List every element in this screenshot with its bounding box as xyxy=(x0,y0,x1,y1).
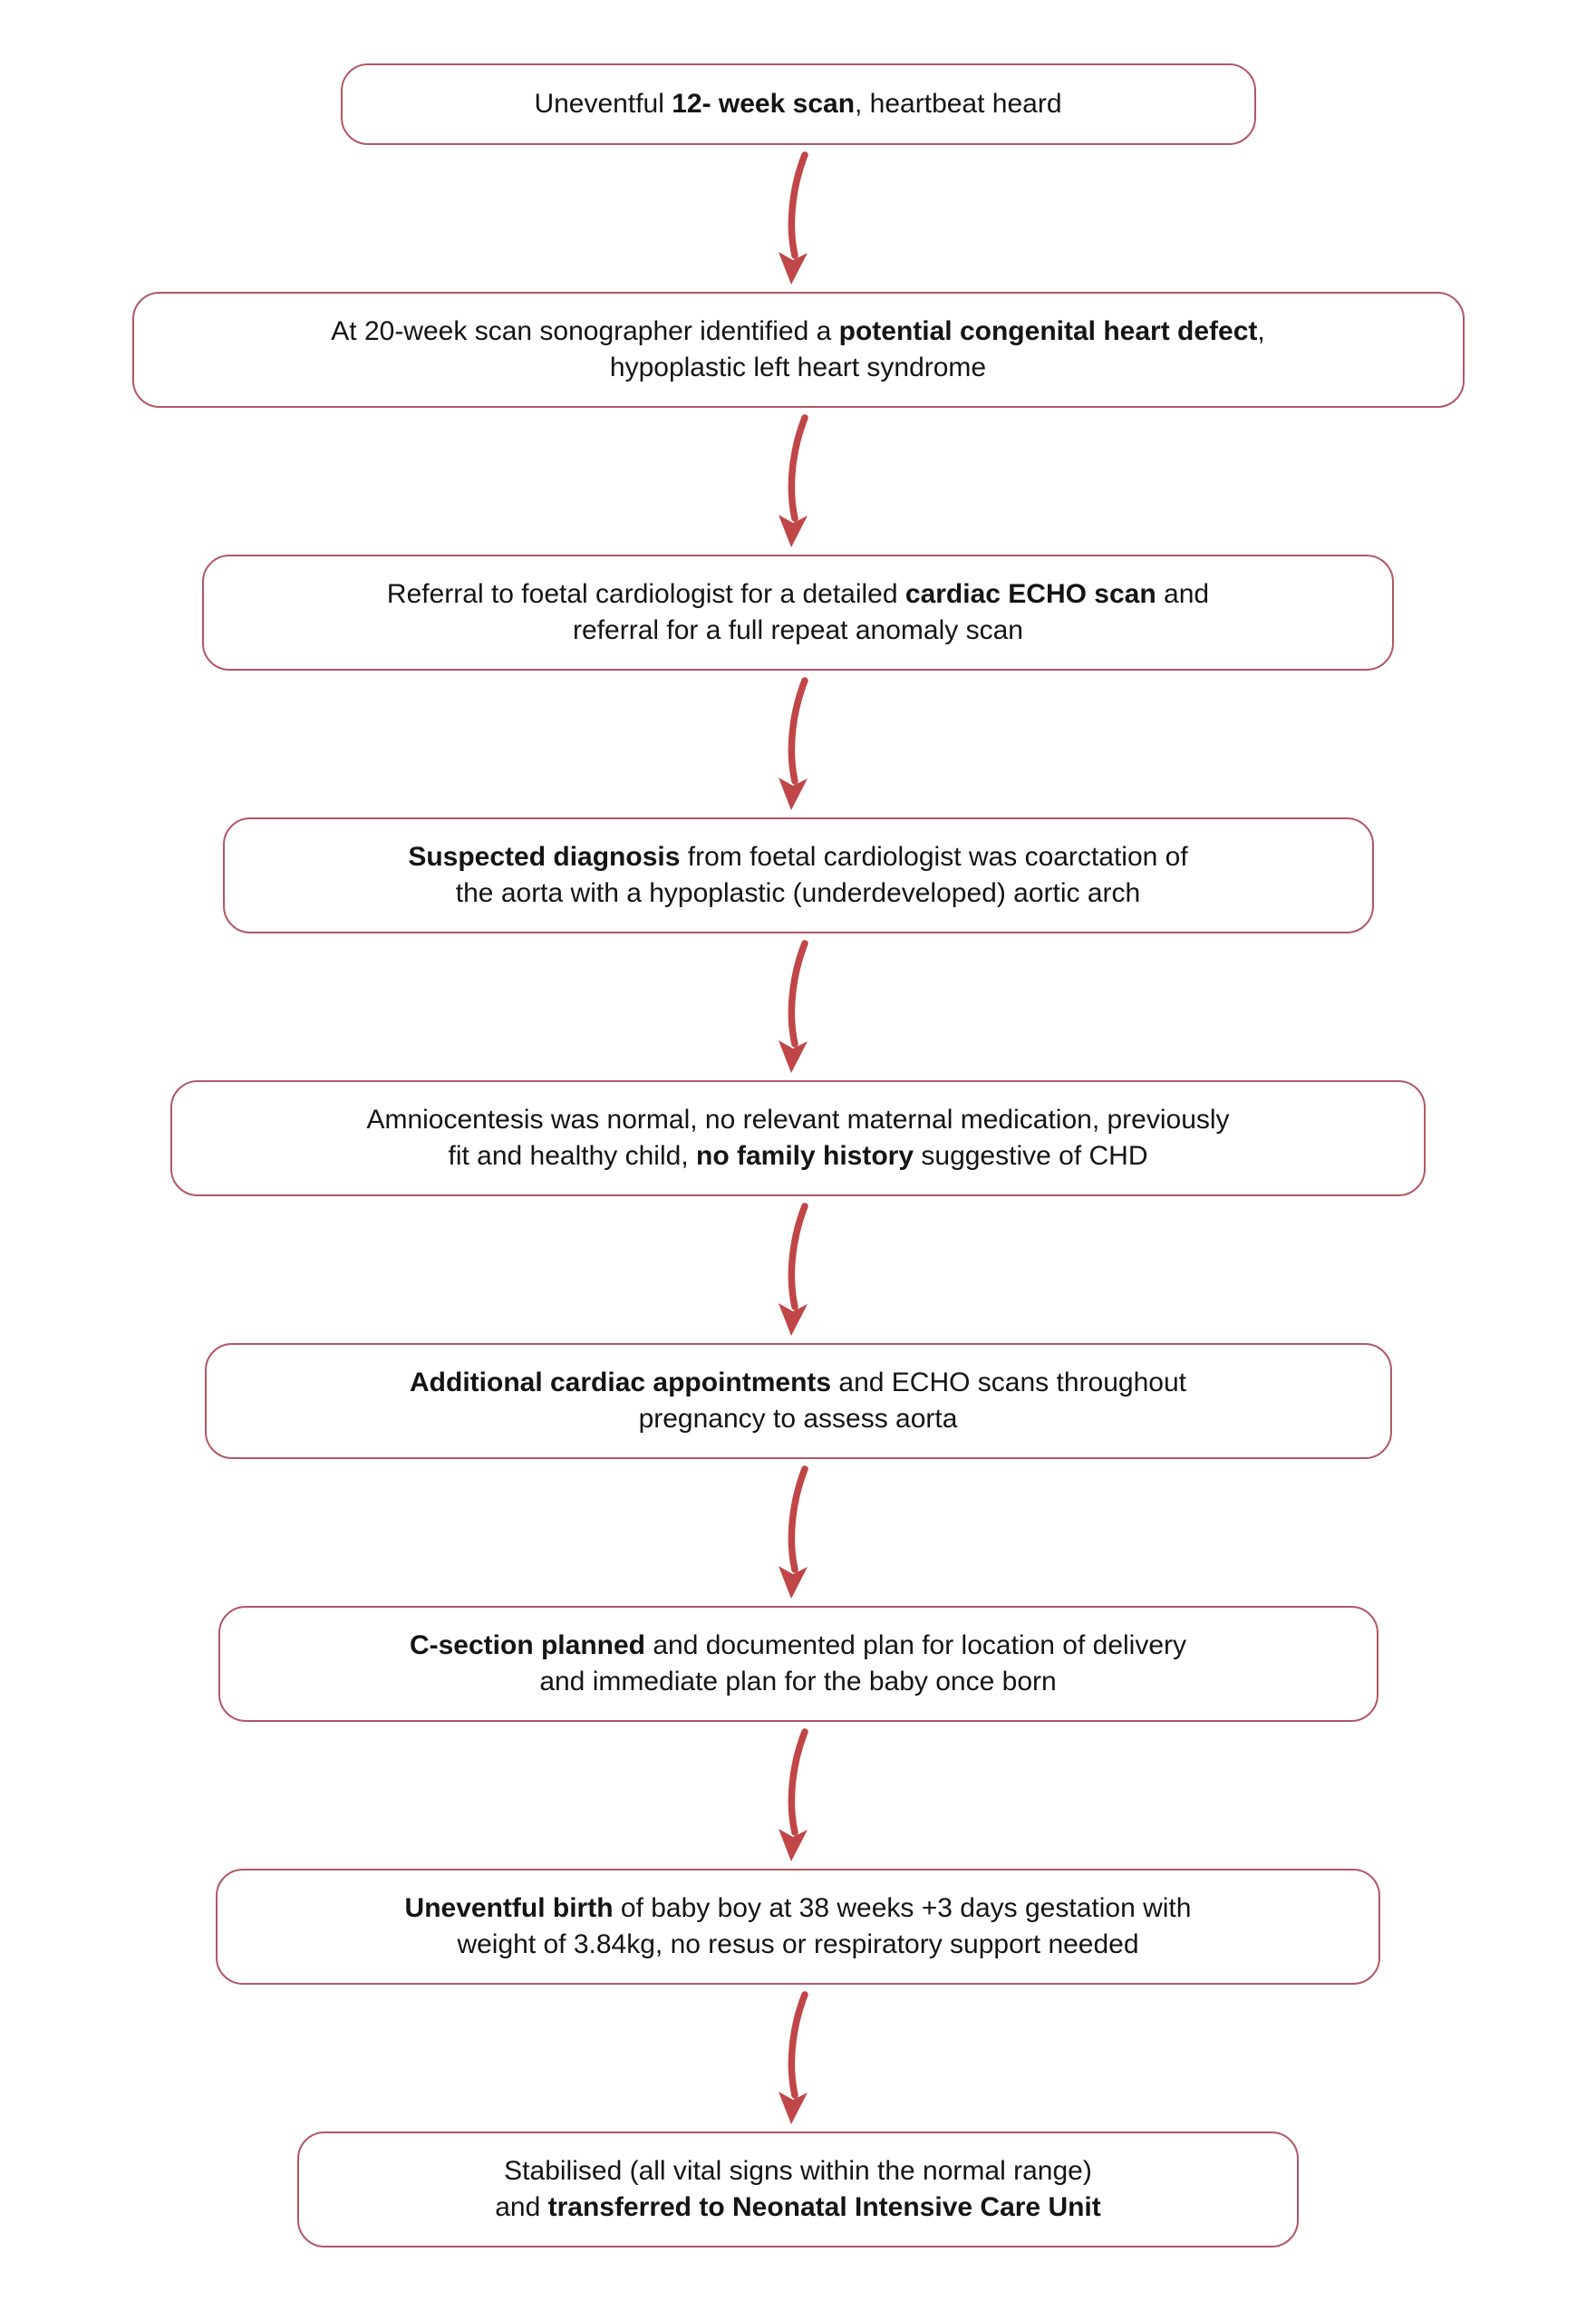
flow-step-text-segment: from foetal cardiologist was coarctation… xyxy=(680,842,1188,872)
down-arrow-icon xyxy=(778,940,808,1073)
flow-step-line: Suspected diagnosis from foetal cardiolo… xyxy=(408,839,1187,875)
flow-step-text-segment: cardiac ECHO scan xyxy=(904,579,1156,609)
down-arrow-icon xyxy=(778,1465,808,1599)
flow-step-line: referral for a full repeat anomaly scan xyxy=(573,613,1023,649)
flow-step-text-segment: Amniocentesis was normal, no relevant ma… xyxy=(366,1105,1230,1135)
flow-step-text-segment: and immediate plan for the baby once bor… xyxy=(539,1667,1057,1696)
flow-step-text-segment: pregnancy to assess aorta xyxy=(638,1404,958,1434)
flow-step-line: the aorta with a hypoplastic (underdevel… xyxy=(456,875,1140,912)
flow-step-text-segment: transferred to Neonatal Intensive Care U… xyxy=(547,2192,1101,2222)
flow-step-amniocentesis-normal: Amniocentesis was normal, no relevant ma… xyxy=(170,1080,1426,1196)
flow-step-text-segment: Additional cardiac appointments xyxy=(410,1368,832,1397)
flow-step-text-segment: Uneventful xyxy=(534,89,672,119)
flow-step-referral-cardiac-echo: Referral to foetal cardiologist for a de… xyxy=(202,555,1394,671)
flow-step-suspected-diagnosis: Suspected diagnosis from foetal cardiolo… xyxy=(222,817,1374,933)
flow-step-text-segment: the aorta with a hypoplastic (underdevel… xyxy=(455,878,1141,908)
flow-step-stabilised-transferred-nicu: Stabilised (all vital signs within the n… xyxy=(297,2132,1299,2248)
flow-step-text-segment: and documented plan for location of deli… xyxy=(644,1630,1187,1660)
flow-step-text-segment: potential congenital heart defect xyxy=(838,316,1258,346)
flow-step-20-week-scan-defect-identified: At 20-week scan sonographer identified a… xyxy=(131,292,1465,408)
flow-step-text-segment: Suspected diagnosis xyxy=(408,842,681,872)
flow-step-text-segment: fit and healthy child, xyxy=(448,1141,696,1171)
flow-step-text-segment: 12- week scan xyxy=(672,89,856,119)
flow-step-line: Additional cardiac appointments and ECHO… xyxy=(410,1365,1186,1401)
flow-step-text-segment: , xyxy=(1257,316,1265,346)
flow-step-line: hypoplastic left heart syndrome xyxy=(610,350,986,386)
flow-step-line: fit and healthy child, no family history… xyxy=(448,1138,1147,1174)
flow-step-text-segment: and xyxy=(1156,579,1210,609)
flow-step-text-segment: Stabilised (all vital signs within the n… xyxy=(504,2156,1092,2186)
flow-step-text-segment: At 20-week scan sonographer identified a xyxy=(331,316,839,346)
flow-step-text-segment: referral for a full repeat anomaly scan xyxy=(573,615,1023,645)
flow-step-text-segment: no family history xyxy=(696,1141,914,1171)
down-arrow-icon xyxy=(778,1991,808,2124)
flow-step-text-segment: weight of 3.84kg, no resus or respirator… xyxy=(457,1929,1139,1959)
flow-step-line: Uneventful birth of baby boy at 38 weeks… xyxy=(405,1890,1192,1927)
down-arrow-icon xyxy=(778,1203,808,1336)
flow-step-uneventful-12-week-scan: Uneventful 12- week scan, heartbeat hear… xyxy=(340,63,1256,145)
flow-step-text-segment: and ECHO scans throughout xyxy=(831,1368,1186,1397)
down-arrow-icon xyxy=(778,1728,808,1861)
flow-step-line: Uneventful 12- week scan, heartbeat hear… xyxy=(534,86,1061,122)
down-arrow-icon xyxy=(778,677,808,810)
flow-step-line: pregnancy to assess aorta xyxy=(639,1401,958,1437)
flow-step-additional-cardiac-appointments: Additional cardiac appointments and ECHO… xyxy=(204,1343,1392,1459)
flow-step-text-segment: of baby boy at 38 weeks +3 days gestatio… xyxy=(613,1893,1192,1923)
flow-step-line: and transferred to Neonatal Intensive Ca… xyxy=(495,2190,1101,2226)
down-arrow-icon xyxy=(778,414,808,547)
flow-step-line: C-section planned and documented plan fo… xyxy=(410,1628,1186,1664)
flow-step-line: Referral to foetal cardiologist for a de… xyxy=(387,576,1209,613)
flow-step-text-segment: C-section planned xyxy=(409,1630,645,1660)
flow-step-text-segment: suggestive of CHD xyxy=(914,1141,1148,1171)
flow-step-text-segment: Uneventful birth xyxy=(404,1893,614,1923)
flow-step-text-segment: , heartbeat heard xyxy=(855,89,1062,119)
flow-step-line: Stabilised (all vital signs within the n… xyxy=(504,2153,1092,2190)
flow-step-line: and immediate plan for the baby once bor… xyxy=(539,1664,1056,1700)
flow-step-text-segment: hypoplastic left heart syndrome xyxy=(609,353,987,382)
flow-step-c-section-planned: C-section planned and documented plan fo… xyxy=(218,1606,1378,1722)
flow-step-line: weight of 3.84kg, no resus or respirator… xyxy=(457,1927,1138,1963)
flow-step-line: At 20-week scan sonographer identified a… xyxy=(331,314,1264,350)
flow-step-uneventful-birth: Uneventful birth of baby boy at 38 weeks… xyxy=(216,1869,1380,1985)
down-arrow-icon xyxy=(778,151,808,285)
flow-step-text-segment: and xyxy=(495,2192,548,2222)
flow-step-line: Amniocentesis was normal, no relevant ma… xyxy=(366,1102,1229,1138)
flow-step-text-segment: Referral to foetal cardiologist for a de… xyxy=(386,579,905,609)
